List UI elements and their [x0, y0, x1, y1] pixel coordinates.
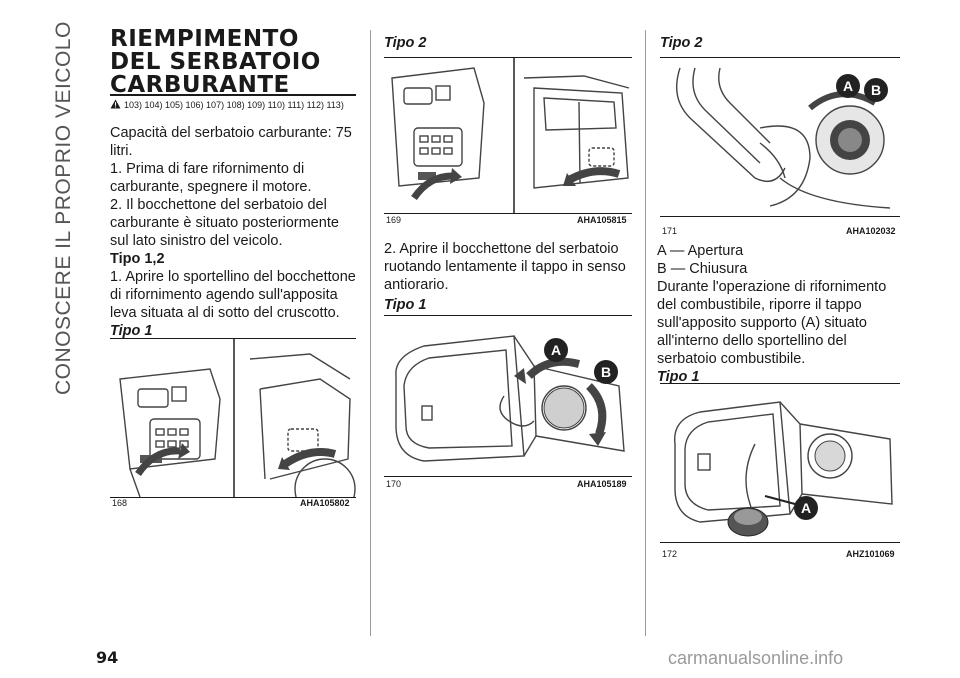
- section-title-line: RIEMPIMENTO: [110, 26, 299, 52]
- subheading-tipo: Tipo 2: [384, 35, 427, 51]
- figure-168: [110, 338, 356, 498]
- figure-code: AHZ101069: [846, 549, 895, 559]
- instruction-step: 1. Aprire lo sportellino del bocchettone…: [110, 269, 356, 321]
- figure-171: A B: [660, 57, 900, 217]
- legend-item: A — Apertura: [657, 243, 744, 259]
- figure-number: 172: [662, 549, 678, 559]
- column-1-text: Capacità del serbatoio carburante: 75 li…: [110, 124, 360, 340]
- column-2-text: 2. Aprire il bocchettone del serbatoio r…: [384, 240, 634, 314]
- warning-icon: [110, 99, 121, 109]
- figure-172: A: [660, 383, 900, 543]
- refuelling-note: Durante l'operazione di rifornimento del…: [657, 279, 887, 367]
- figure-number: 168: [112, 498, 128, 508]
- callout-a: A: [551, 342, 561, 358]
- figure-170: A B: [384, 315, 632, 477]
- column-divider: [645, 30, 646, 636]
- footer-watermark: carmanualsonline.info: [668, 648, 844, 668]
- column-3-text: A — Apertura B — Chiusura Durante l'oper…: [657, 242, 903, 386]
- reference-list: 103) 104) 105) 106) 107) 108) 109) 110) …: [124, 100, 344, 110]
- tank-capacity-text: Capacità del serbatoio carburante: 75 li…: [110, 125, 352, 159]
- figure-code: AHA102032: [846, 226, 896, 236]
- instruction-step: 2. Il bocchettone del serbatoio del carb…: [110, 197, 339, 249]
- figure-number: 171: [662, 226, 678, 236]
- figure-number: 170: [386, 479, 402, 489]
- callout-b: B: [871, 82, 881, 98]
- figure-169: [384, 57, 632, 214]
- callout-a: A: [801, 500, 811, 516]
- fuel-cap-rotation-illustration: A B: [676, 67, 891, 209]
- section-title-line: DEL SERBATOIO: [110, 49, 321, 75]
- figure-code: AHA105189: [577, 479, 627, 489]
- fuel-cap-holder-illustration: A: [674, 401, 893, 537]
- chapter-side-title: CONOSCERE IL PROPRIO VEICOLO: [52, 21, 75, 395]
- section-title-line: CARBURANTE: [110, 72, 290, 98]
- figure-code: AHA105802: [300, 498, 350, 508]
- callout-b: B: [601, 364, 611, 380]
- page-number: 94: [96, 648, 119, 667]
- column-divider: [370, 30, 371, 636]
- subheading-tipo: Tipo 1: [384, 297, 427, 313]
- legend-item: B — Chiusura: [657, 261, 748, 277]
- section-title: RIEMPIMENTO DEL SERBATOIO CARBURANTE: [110, 28, 360, 97]
- figure-number: 169: [386, 215, 402, 225]
- fuel-door-lever-illustration: [119, 339, 356, 497]
- title-rule: [110, 94, 356, 96]
- fuel-door-lever-illustration: [391, 58, 630, 213]
- fuel-cap-rotation-illustration: A B: [395, 335, 625, 462]
- instruction-step: 2. Aprire il bocchettone del serbatoio r…: [384, 241, 626, 293]
- instruction-step: 1. Prima di fare rifornimento di carbura…: [110, 161, 312, 195]
- figure-code: AHA105815: [577, 215, 627, 225]
- callout-a: A: [843, 78, 853, 94]
- subheading-tipo: Tipo 1: [110, 323, 153, 339]
- subheading-tipo: Tipo 2: [660, 35, 703, 51]
- subheading-tipo: Tipo 1: [657, 369, 700, 385]
- subheading-tipo: Tipo 1,2: [110, 251, 165, 267]
- warning-references: 103) 104) 105) 106) 107) 108) 109) 110) …: [110, 99, 344, 110]
